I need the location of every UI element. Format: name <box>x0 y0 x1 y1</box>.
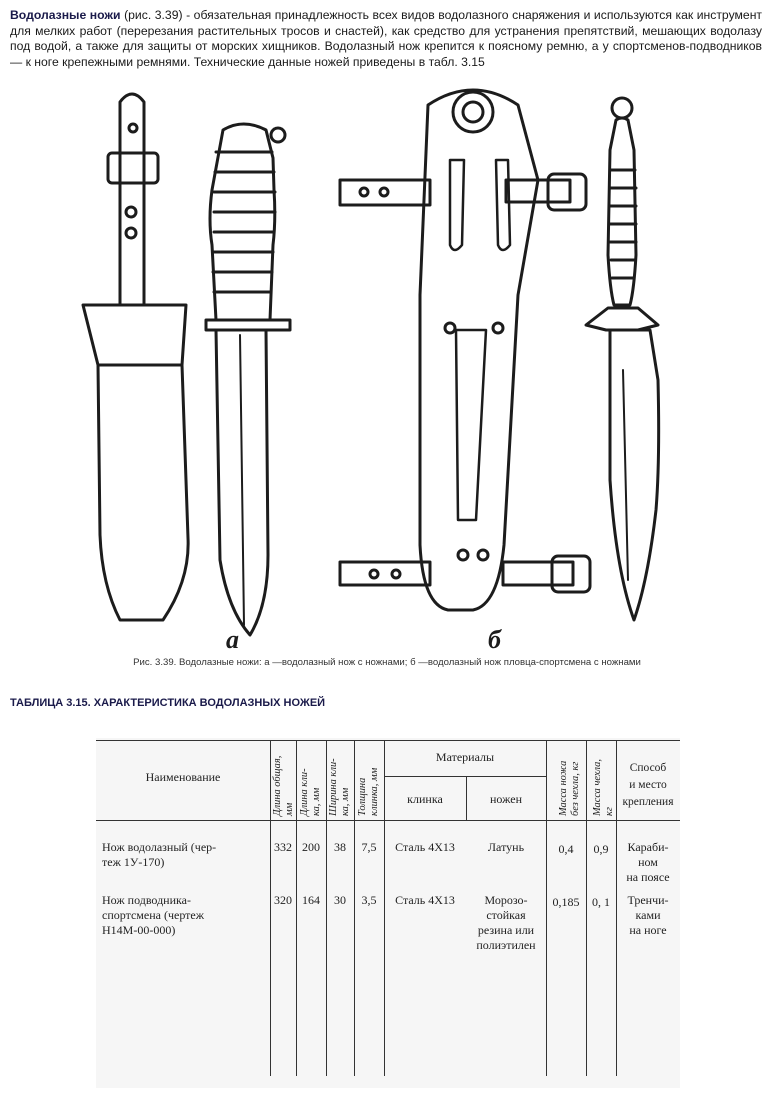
sheath-a-body <box>96 363 190 622</box>
sheath-a-buckle <box>106 151 160 185</box>
header-mass-sheath: Масса чехла, кг <box>592 759 615 816</box>
header-width-blade: Ширина кли- ка, мм <box>328 758 351 816</box>
sheath-b-body <box>418 88 540 612</box>
row2-material-sheath: Морозо- стойкая резина или полиэтилен <box>476 893 536 952</box>
lanyard-ring <box>269 126 287 144</box>
rivet <box>491 321 505 335</box>
rivet <box>476 548 490 562</box>
figure-label-b: б <box>488 625 502 654</box>
row2-mass-knife: 0,185 <box>552 895 580 909</box>
sheath-b-buckle-top <box>546 172 588 212</box>
figure-diving-knives: а б <box>78 80 688 655</box>
knife-a-handle <box>208 122 277 322</box>
row1-mass-sheath: 0,9 <box>593 842 609 856</box>
sheath-b-buckle-low <box>550 554 592 594</box>
table-heading: ТАБЛИЦА 3.15. ХАРАКТЕРИСТИКА ВОДОЛАЗНЫХ … <box>10 697 326 709</box>
header-length-blade: Длина кли- ка, мм <box>299 768 322 816</box>
figure-label-a: а <box>226 625 239 654</box>
strap-hole <box>124 205 138 219</box>
sheath-b-button <box>451 90 495 134</box>
sheath-b-strap-left-low <box>338 560 432 587</box>
knife-b-ring <box>610 96 634 120</box>
row2-mass-sheath: 0, 1 <box>592 895 610 909</box>
header-mass-knife: Масса ножа без чехла, кг <box>558 760 581 816</box>
row2-length-blade: 164 <box>302 893 320 907</box>
row1-name: Нож водолазный (чер- теж 1У-170) <box>102 840 217 869</box>
row2-thickness-blade: 3,5 <box>361 893 377 907</box>
strap-hole <box>127 122 139 134</box>
row2-name: Нож подводника- спортсмена (чертеж Н14М-… <box>102 893 205 937</box>
row1-mount: Караби- ном на поясе <box>626 840 670 884</box>
row2-width-blade: 30 <box>334 893 346 907</box>
header-thickness-blade: Толщина клинка, мм <box>357 767 380 816</box>
figure-caption: Рис. 3.39. Водолазные ножи: а —водолазны… <box>133 657 641 668</box>
header-materials-sheath: ножен <box>489 792 522 806</box>
row1-length-blade: 200 <box>302 840 320 854</box>
row1-material-blade: Сталь 4Х13 <box>395 840 455 854</box>
sheath-b-strap-left <box>338 178 432 207</box>
row1-mass-knife: 0,4 <box>558 842 574 856</box>
rivet <box>443 321 457 335</box>
strap-hole <box>124 226 138 240</box>
row1-thickness-blade: 7,5 <box>361 840 377 854</box>
sheath-b-slot <box>448 158 466 252</box>
row1-length-total: 332 <box>274 840 292 854</box>
sheath-a-strap <box>118 92 146 307</box>
header-mount: Способ и место крепления <box>622 762 674 808</box>
intro-term: Водолазные ножи <box>10 8 121 22</box>
knives-illustration: а б <box>81 88 661 654</box>
knife-a-blade <box>214 328 270 637</box>
sheath-b-strap-right-low <box>501 560 575 587</box>
row1-material-sheath: Латунь <box>487 840 525 854</box>
row1-width-blade: 38 <box>334 840 346 854</box>
intro-paragraph: Водолазные ножи (рис. 3.39) - обязательн… <box>10 8 762 70</box>
header-name: Наименование <box>145 770 221 784</box>
knife-b-guard <box>584 306 660 332</box>
row2-material-blade: Сталь 4Х13 <box>395 893 455 907</box>
row2-mount: Тренчи- ками на ноге <box>627 893 669 937</box>
sheath-a-top <box>81 303 188 367</box>
rivet <box>456 548 470 562</box>
header-length-total: Длина общая, мм <box>272 755 295 816</box>
intro-text: (рис. 3.39) - обязательная принадлежност… <box>10 8 763 69</box>
header-materials-blade: клинка <box>407 792 443 806</box>
sheath-b-window <box>454 328 488 522</box>
knife-b-handle <box>606 116 638 307</box>
header-materials: Материалы <box>435 750 495 764</box>
knife-b-blade <box>608 328 661 622</box>
sheath-b-slot <box>494 158 512 252</box>
knives-table: Наименование Длина общая, мм Длина кли- … <box>96 738 680 1088</box>
row2-length-total: 320 <box>274 893 292 907</box>
